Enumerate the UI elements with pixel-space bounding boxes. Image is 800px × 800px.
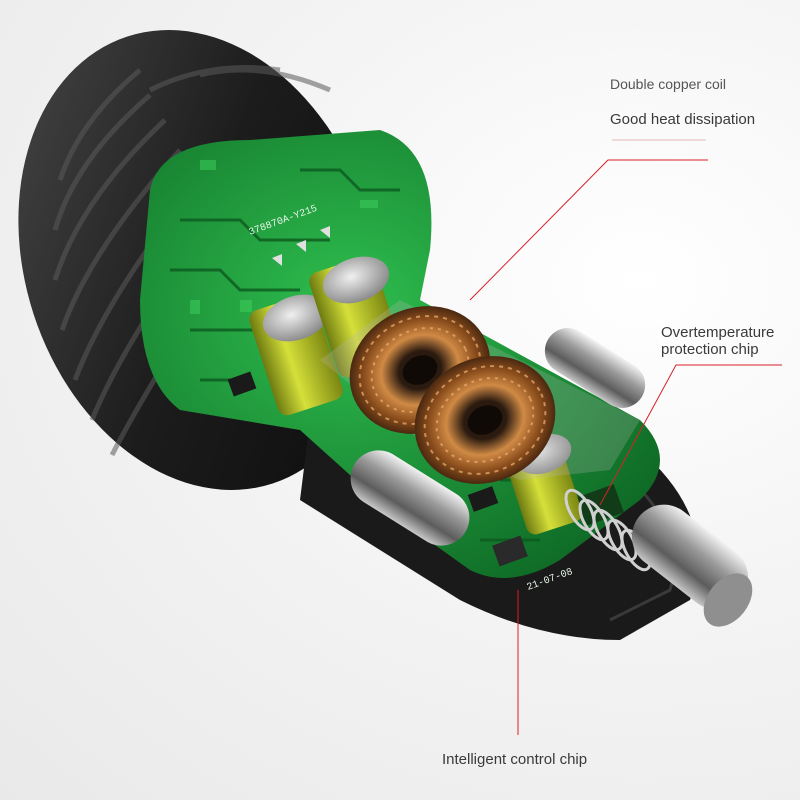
label-protection-chip: protection chip (661, 341, 759, 358)
label-double-copper-coil: Double copper coil (610, 76, 726, 92)
metal-contacts (350, 328, 753, 627)
callout-lines (469, 159, 782, 735)
capacitor-1 (249, 294, 343, 416)
contact-spring (564, 488, 652, 572)
callout-line-coil (469, 159, 708, 301)
label-intelligent-control-chip: Intelligent control chip (442, 751, 588, 768)
copper-coils (349, 306, 556, 484)
copper-coil-right (414, 356, 556, 484)
callout-line-overtemp (599, 364, 782, 506)
label-overtemperature: Overtemperature (661, 324, 775, 341)
label-good-heat-dissipation: Good heat dissipation (610, 111, 756, 128)
